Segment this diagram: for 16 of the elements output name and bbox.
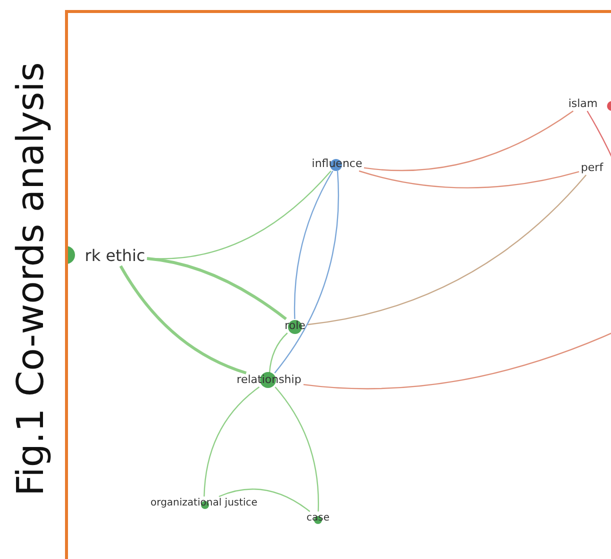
link-line bbox=[307, 174, 587, 326]
link-line bbox=[274, 386, 319, 512]
link-line bbox=[218, 488, 310, 512]
figure-title: Fig.1 Co-words analysis bbox=[8, 62, 53, 498]
link-line bbox=[294, 170, 334, 319]
keyword-label: rk ethic bbox=[84, 247, 146, 265]
link-line bbox=[204, 386, 260, 497]
link-line bbox=[358, 170, 580, 188]
link-line bbox=[364, 110, 574, 172]
link-line bbox=[146, 257, 287, 320]
keyword-label: perf bbox=[580, 162, 604, 174]
link-line bbox=[268, 332, 288, 374]
link-line bbox=[274, 170, 339, 374]
link-line bbox=[146, 170, 332, 260]
keyword-label: islam bbox=[567, 98, 599, 110]
link-line bbox=[119, 265, 247, 374]
